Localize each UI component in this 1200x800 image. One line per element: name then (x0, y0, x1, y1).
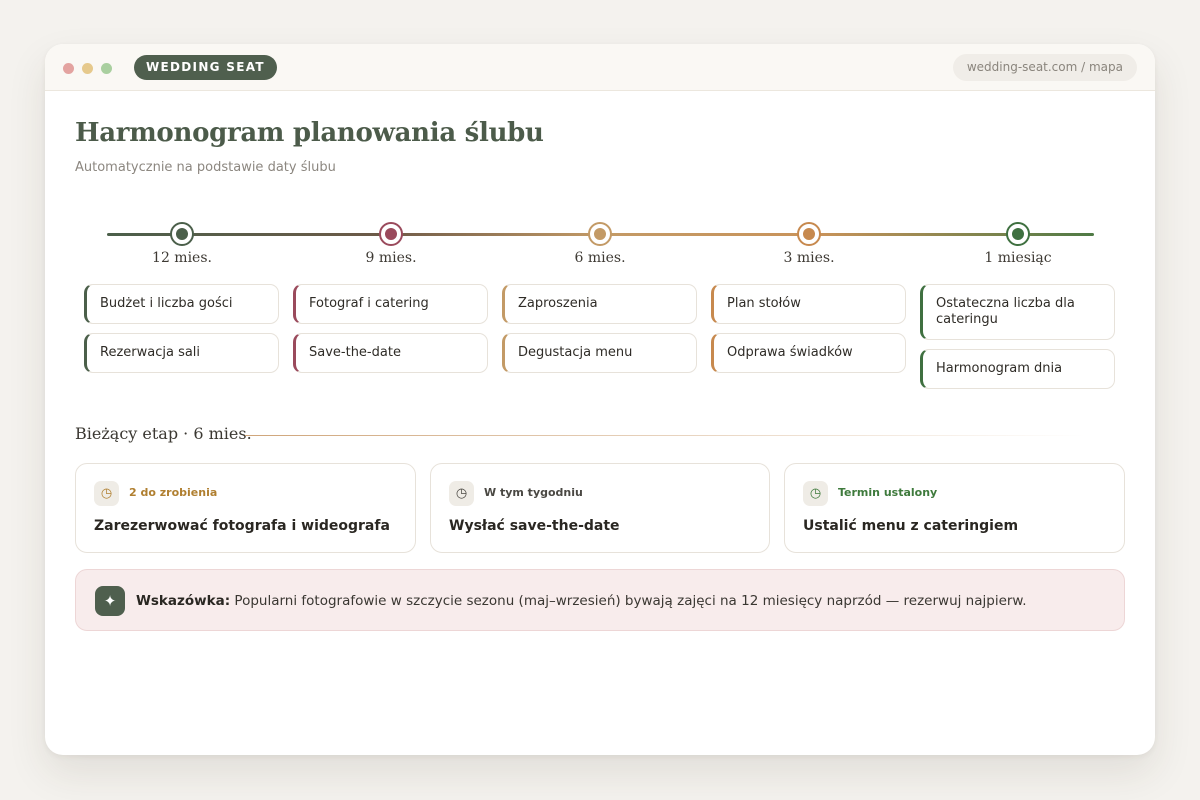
card-status-tag: W tym tygodniu (484, 486, 583, 499)
browser-window: WEDDING SEAT wedding-seat.com / mapa Har… (45, 44, 1155, 755)
timeline-label-9m: 9 mies. (365, 250, 417, 266)
page-title: Harmonogram planowania ślubu (75, 118, 544, 148)
clock-icon: ◷ (94, 481, 119, 506)
card-status-tag: 2 do zrobienia (129, 486, 218, 499)
timeline-node-1m[interactable] (1006, 222, 1030, 246)
card-task-text: Wysłać save-the-date (449, 518, 620, 534)
timeline-node-6m[interactable] (588, 222, 612, 246)
task-item[interactable]: Degustacja menu (502, 333, 697, 373)
maximize-window-dot[interactable] (101, 63, 112, 74)
card-status-tag: Termin ustalony (838, 486, 938, 499)
minimize-window-dot[interactable] (82, 63, 93, 74)
title-bar: WEDDING SEAT wedding-seat.com / mapa (45, 44, 1155, 91)
task-item[interactable]: Fotograf i catering (293, 284, 488, 324)
timeline-node-9m[interactable] (379, 222, 403, 246)
url-bar[interactable]: wedding-seat.com / mapa (952, 54, 1137, 81)
timeline-node-12m[interactable] (170, 222, 194, 246)
tip-label: Wskazówka: (136, 593, 231, 609)
clock-icon: ◷ (803, 481, 828, 506)
stage-card[interactable]: ◷ Termin ustalony Ustalić menu z caterin… (784, 463, 1125, 553)
tip-banner: ✦ Wskazówka: Popularni fotografowie w sz… (75, 569, 1125, 631)
timeline-label-3m: 3 mies. (783, 250, 835, 266)
task-item[interactable]: Plan stołów (711, 284, 906, 324)
brand-badge[interactable]: WEDDING SEAT (134, 55, 277, 80)
close-window-dot[interactable] (63, 63, 74, 74)
task-item[interactable]: Budżet i liczba gości (84, 284, 279, 324)
timeline-node-3m[interactable] (797, 222, 821, 246)
section-divider (245, 435, 1085, 436)
task-item[interactable]: Save-the-date (293, 333, 488, 373)
page-subtitle: Automatycznie na podstawie daty ślubu (75, 160, 336, 175)
card-task-text: Ustalić menu z cateringiem (803, 518, 1019, 534)
tip-text: Wskazówka: Popularni fotografowie w szcz… (136, 593, 1027, 609)
timeline-label-1m: 1 miesiąc (984, 250, 1052, 266)
task-item[interactable]: Harmonogram dnia (920, 349, 1115, 389)
task-item[interactable]: Ostateczna liczba dla cateringu (920, 284, 1115, 340)
sparkle-icon: ✦ (95, 586, 125, 616)
task-item[interactable]: Odprawa świadków (711, 333, 906, 373)
stage-card[interactable]: ◷ W tym tygodniu Wysłać save-the-date (430, 463, 770, 553)
timeline-label-12m: 12 mies. (152, 250, 212, 266)
current-stage-title: Bieżący etap · 6 mies. (75, 424, 252, 443)
stage-card[interactable]: ◷ 2 do zrobienia Zarezerwować fotografa … (75, 463, 416, 553)
card-task-text: Zarezerwować fotografa i wideografa (94, 518, 390, 534)
clock-icon: ◷ (449, 481, 474, 506)
tip-body: Popularni fotografowie w szczycie sezonu… (234, 593, 1027, 609)
task-item[interactable]: Zaproszenia (502, 284, 697, 324)
timeline-label-6m: 6 mies. (574, 250, 626, 266)
task-item[interactable]: Rezerwacja sali (84, 333, 279, 373)
